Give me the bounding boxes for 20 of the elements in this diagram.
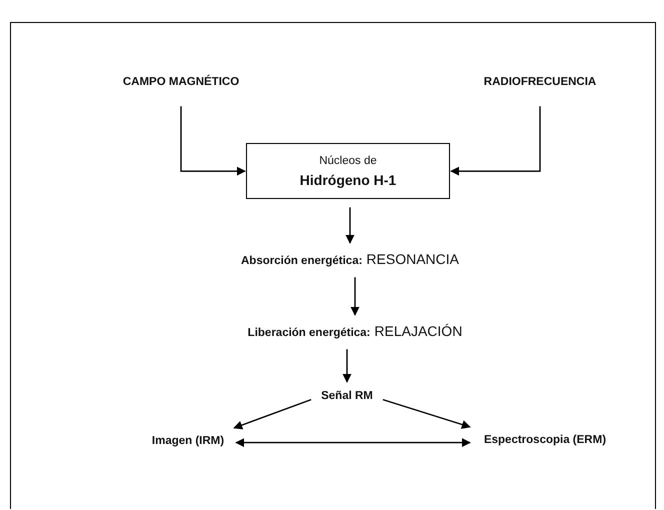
node-label: RELAJACIÓN — [374, 323, 462, 340]
node-label: Absorción energética: — [241, 255, 362, 268]
arrow — [180, 106, 246, 176]
node-label: RADIOFRECUENCIA — [484, 76, 596, 90]
arrow — [382, 398, 471, 429]
arrow — [233, 398, 312, 430]
node-label: Espectroscopia (ERM) — [484, 434, 606, 448]
node-label: Hidrógeno H-1 — [300, 172, 396, 188]
node-label: Liberación energética: — [248, 327, 370, 340]
node-label: RESONANCIA — [366, 251, 459, 268]
arrow — [450, 106, 541, 176]
node-label: Señal RM — [321, 390, 373, 404]
node-label: Núcleos de — [319, 155, 377, 168]
arrow — [342, 349, 352, 383]
process-box — [246, 143, 450, 200]
arrow — [235, 438, 471, 448]
node-label: Imagen (IRM) — [152, 435, 224, 448]
node-label: CAMPO MAGNÉTICO — [122, 76, 240, 90]
arrow — [346, 207, 354, 244]
arrow — [350, 277, 360, 316]
